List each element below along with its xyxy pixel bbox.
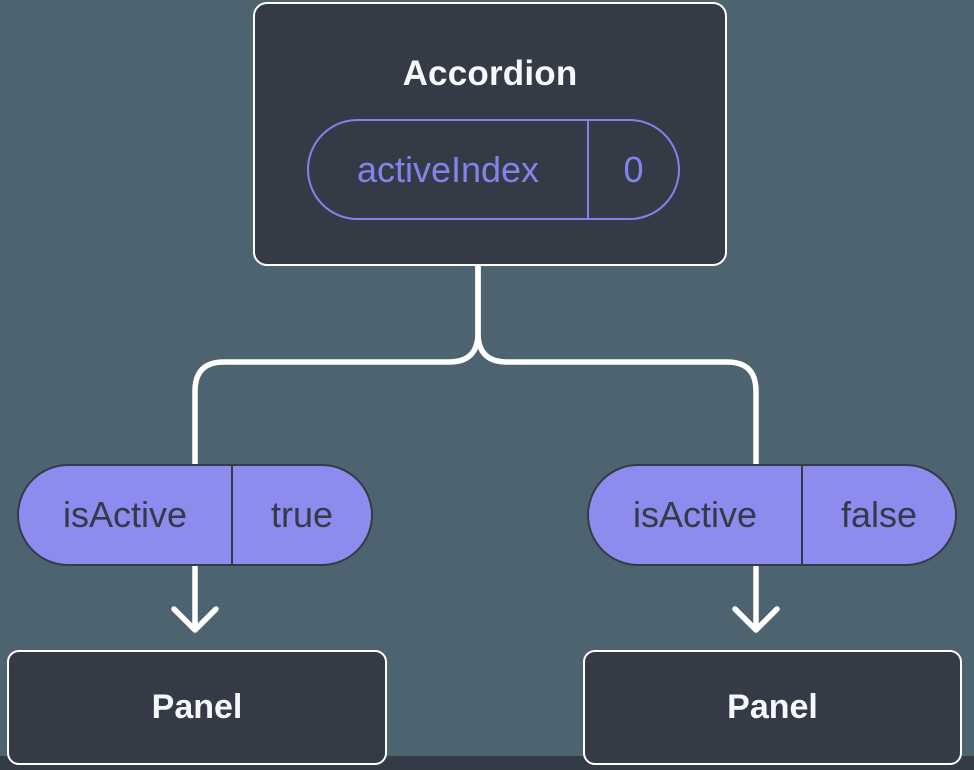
panel-node-left-title: Panel — [151, 688, 243, 726]
connector-right-branch — [475, 263, 759, 469]
panel-node-right: Panel — [583, 650, 962, 765]
panel-node-right-title: Panel — [727, 688, 818, 726]
state-pill: activeIndex 0 — [307, 119, 680, 220]
state-pill-label: activeIndex — [356, 148, 540, 190]
accordion-node-title: Accordion — [402, 54, 578, 93]
arrow-left-head-icon — [171, 606, 219, 633]
accordion-node: Accordion activeIndex 0 — [253, 2, 727, 266]
state-pill-value: 0 — [587, 121, 678, 218]
prop-pill-right-value: false — [801, 466, 955, 564]
prop-pill-left-value: true — [231, 466, 371, 564]
arrow-right-head-icon — [732, 606, 780, 633]
panel-node-left: Panel — [7, 650, 387, 765]
prop-pill-right: isActive false — [587, 464, 957, 566]
connector-left-branch — [192, 263, 481, 469]
prop-pill-right-label: isActive — [632, 494, 758, 535]
prop-pill-left-label: isActive — [62, 494, 188, 535]
prop-pill-left: isActive true — [17, 464, 373, 566]
